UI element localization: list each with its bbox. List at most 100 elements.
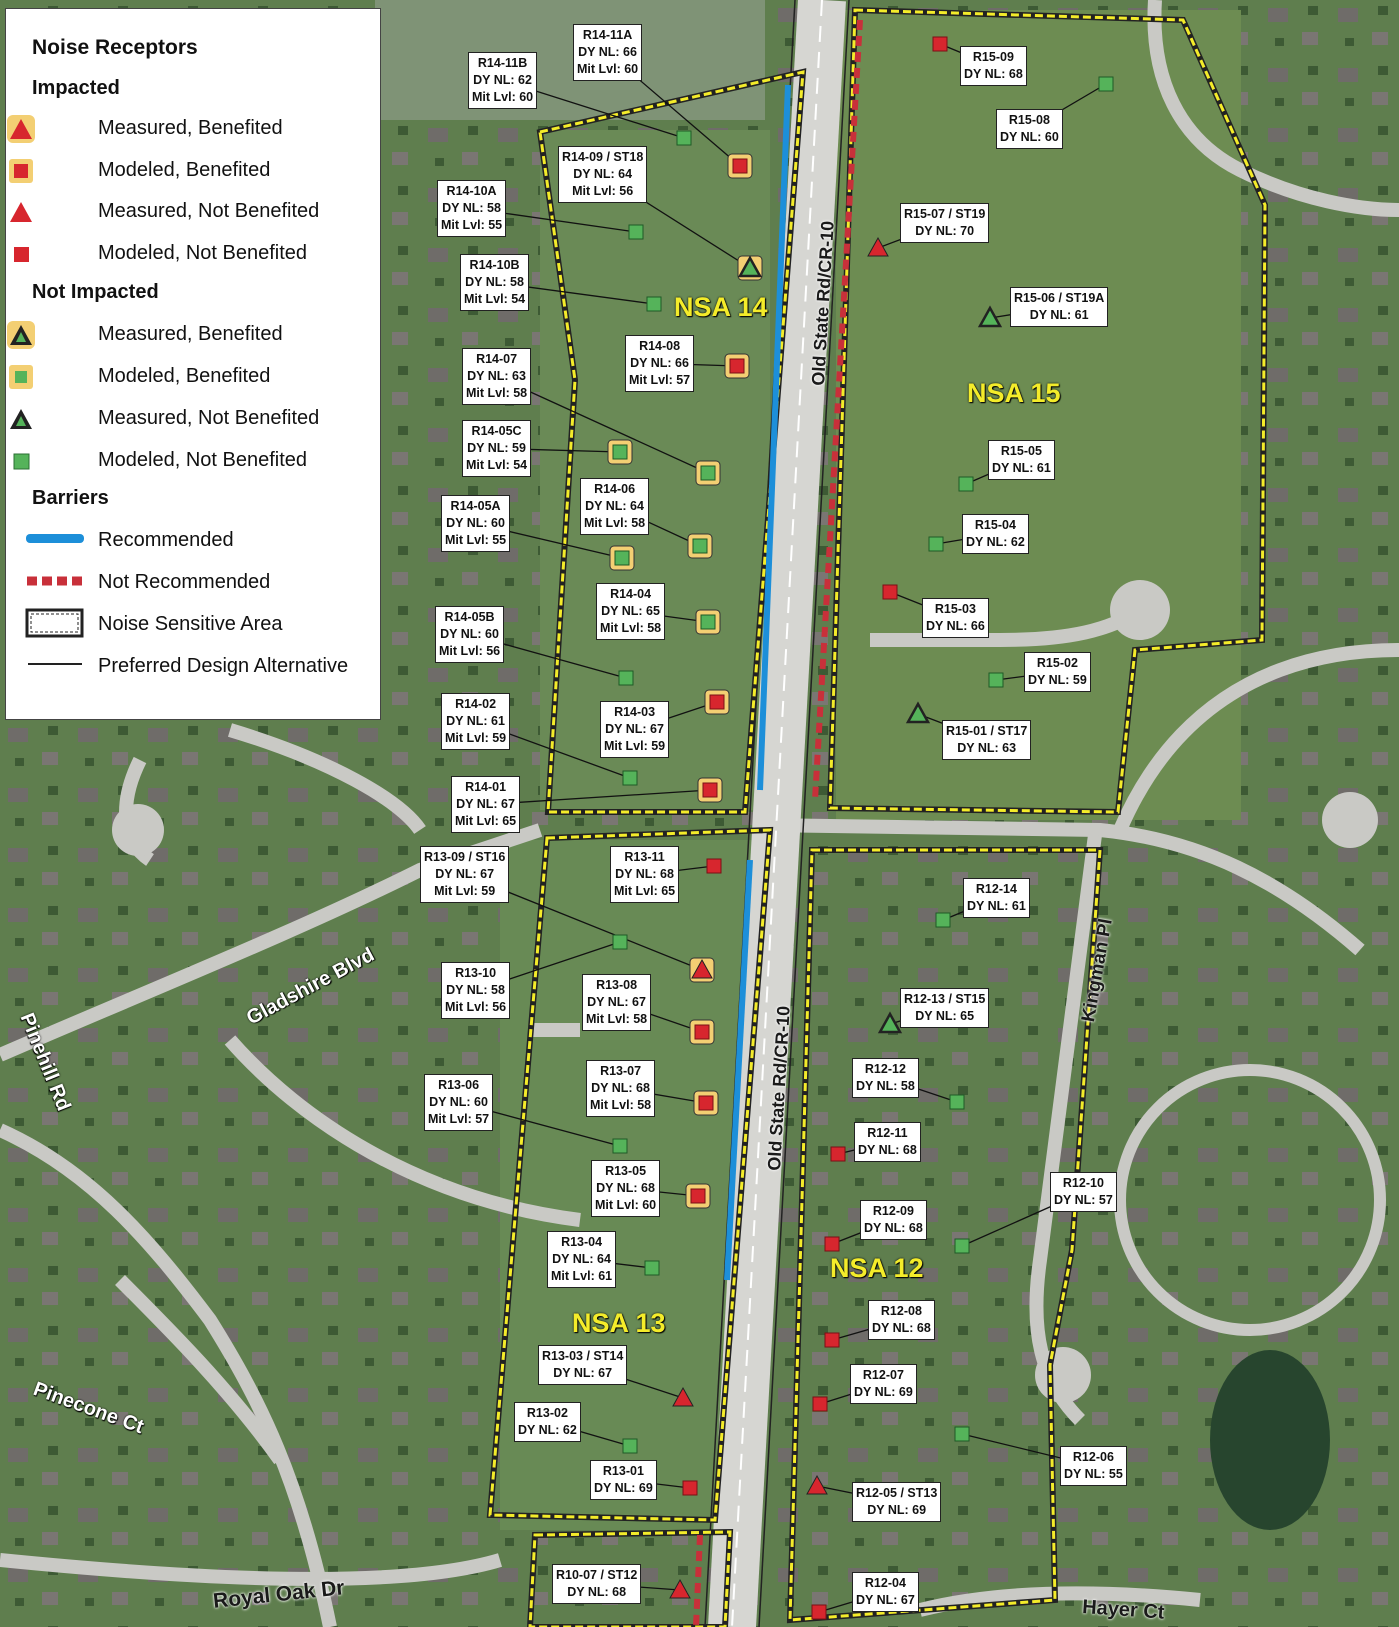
- receptor-symbol: [691, 958, 713, 979]
- nsa-15-label: NSA 15: [967, 378, 1061, 408]
- nsa-boundary: [488, 8, 1267, 1627]
- green-strip-nsa14: [540, 130, 770, 810]
- barrier-recommended-nsa13: [724, 859, 753, 1281]
- barrier-not-recommended-icon: [27, 576, 82, 586]
- receptor-marker-r14-09: [737, 255, 763, 281]
- legend-item-impacted-modeled-benefited: Modeled, Benefited: [98, 159, 271, 181]
- receptor-marker-r12-08: [824, 1332, 840, 1348]
- modeled-not-benefited-not-impacted-icon: [13, 453, 30, 470]
- receptor-symbol: [702, 782, 718, 798]
- legend-item-barrier-not-recommended: Not Recommended: [98, 571, 271, 593]
- receptor-marker-r14-06: [687, 533, 713, 559]
- receptor-symbol: [949, 1094, 965, 1110]
- receptor-marker-r15-08: [1098, 76, 1114, 92]
- receptor-marker-r13-02: [622, 1438, 638, 1454]
- barrier-recommended-icon: [26, 534, 84, 543]
- receptor-marker-r12-07: [812, 1396, 828, 1412]
- nsa-13-label: NSA 13: [572, 1308, 666, 1338]
- measured-not-benefited-impacted-icon: [10, 202, 32, 222]
- receptor-symbol: [824, 1332, 840, 1348]
- receptor-marker-r12-11: [830, 1146, 846, 1162]
- receptor-symbol: [690, 1188, 706, 1204]
- receptor-symbol: [732, 158, 748, 174]
- cul-de-sac: [1322, 792, 1378, 848]
- receptor-marker-r14-03: [704, 689, 730, 715]
- legend-item-impacted-modeled-not-benefited: Modeled, Not Benefited: [98, 242, 308, 264]
- receptor-marker-r13-05: [685, 1183, 711, 1209]
- receptor-symbol: [628, 224, 644, 240]
- receptor-marker-r15-03: [882, 584, 898, 600]
- nsa-14-label: NSA 14: [674, 292, 768, 322]
- receptor-symbol: [806, 1474, 828, 1495]
- noise-sensitive-area-icon: [25, 608, 84, 638]
- preferred-design-alternative-icon: [28, 663, 82, 665]
- receptor-marker-r10-07: [669, 1578, 691, 1599]
- cul-de-sac-loop: [1114, 1064, 1386, 1336]
- receptor-symbol: [622, 770, 638, 786]
- receptor-symbol: [1098, 76, 1114, 92]
- receptor-marker-r12-06: [954, 1426, 970, 1442]
- receptor-marker-r15-02: [988, 672, 1004, 688]
- legend-heading-impacted: Impacted: [32, 77, 120, 99]
- receptor-symbol: [672, 1386, 694, 1407]
- legend-item-not-impacted-measured-benefited: Measured, Benefited: [98, 323, 283, 345]
- receptor-symbol: [694, 1024, 710, 1040]
- receptor-symbol: [830, 1146, 846, 1162]
- cul-de-sac: [1110, 580, 1170, 640]
- receptor-symbol: [824, 1236, 840, 1252]
- legend-title: Noise Receptors: [32, 36, 198, 59]
- pond-area: [375, 0, 765, 120]
- legend-item-impacted-measured-benefited: Measured, Benefited: [98, 117, 283, 139]
- receptor-symbol: [867, 236, 889, 257]
- modeled-not-benefited-impacted-icon: [14, 247, 29, 262]
- receptor-marker-r13-06: [612, 1138, 628, 1154]
- receptor-symbol: [954, 1426, 970, 1442]
- receptor-symbol: [698, 1095, 714, 1111]
- receptor-symbol: [614, 550, 630, 566]
- leader-line: [485, 789, 711, 806]
- legend-item-not-impacted-modeled-not-benefited: Modeled, Not Benefited: [98, 449, 308, 471]
- receptor-symbol: [877, 1011, 903, 1034]
- cul-de-sac: [1035, 1347, 1091, 1403]
- receptor-marker-r13-03: [672, 1386, 694, 1407]
- receptor-marker-r12-05: [806, 1474, 828, 1495]
- receptor-marker-r14-08: [724, 353, 750, 379]
- receptor-symbol: [928, 536, 944, 552]
- receptor-marker-r12-12: [949, 1094, 965, 1110]
- old-state-rd-centerline: [731, 0, 823, 1627]
- receptor-marker-r12-10: [954, 1238, 970, 1254]
- receptor-symbol: [811, 1604, 827, 1620]
- receptor-symbol: [977, 305, 1003, 328]
- barrier-not-recommended-nsa15: [812, 19, 863, 801]
- receptor-symbol: [737, 255, 763, 278]
- receptor-marker-r14-01: [697, 777, 723, 803]
- receptor-markers: [607, 36, 1114, 1620]
- receptor-symbol: [882, 584, 898, 600]
- receptor-marker-r14-05a: [609, 545, 635, 571]
- receptor-symbol: [905, 701, 931, 724]
